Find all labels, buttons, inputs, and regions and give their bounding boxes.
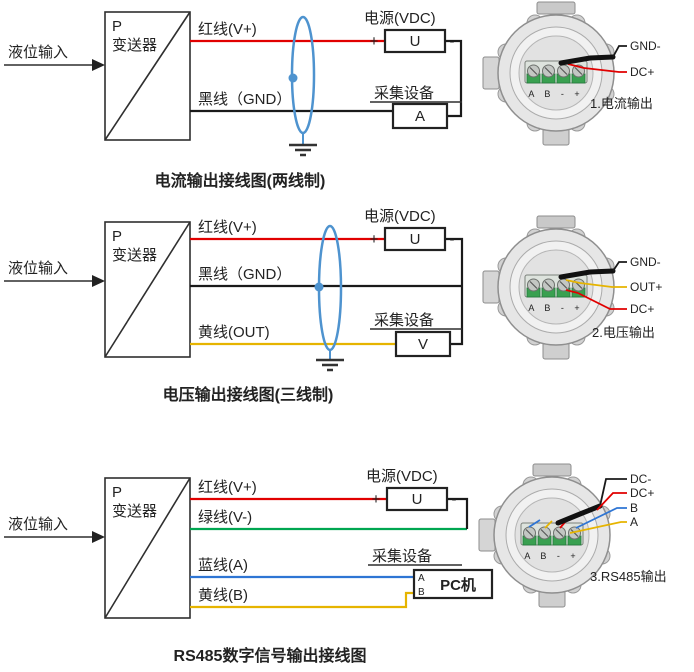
- transmitter-diagonal: [104, 221, 191, 358]
- port-b-label: B: [418, 587, 425, 598]
- terminal-yellow-stub: [565, 279, 581, 284]
- lead-wire-b: [575, 507, 627, 529]
- terminal-cable: [558, 54, 616, 66]
- transmitter-diagonal: [104, 477, 191, 619]
- terminal-photo-rs485: [478, 463, 611, 608]
- red-wire-label: 红线(V+): [198, 479, 257, 496]
- transmitter-name: 变送器: [112, 247, 157, 264]
- transmitter-p: P: [112, 18, 122, 35]
- terminal-cable: [558, 268, 616, 280]
- plus-sign: +: [370, 231, 379, 248]
- lead-label-b: B: [630, 501, 638, 515]
- shield-node-dot: [288, 73, 298, 83]
- lead-wire-out: [579, 282, 627, 288]
- transmitter-diagonal: [104, 11, 191, 141]
- green-wire-label: 绿线(V-): [198, 509, 252, 526]
- lead-label-dcplus: DC+: [630, 486, 654, 500]
- collector-title: 采集设备: [372, 548, 432, 565]
- plus-sign: +: [370, 33, 379, 50]
- blue-wire-label: 蓝线(A): [198, 557, 248, 574]
- section-rs485-output: 液位输入 P 变送器 红线(V+) 绿线(V-) 蓝线(A) 黄线(B) 电源(…: [4, 463, 667, 665]
- input-arrow-head: [92, 59, 105, 71]
- section-caption: RS485数字信号输出接线图: [174, 646, 367, 665]
- collector-unit-box: [394, 330, 452, 358]
- minus-sign: -: [450, 231, 455, 248]
- red-wire-label: 红线(V+): [198, 219, 257, 236]
- section-caption: 电压输出接线图(三线制): [163, 385, 334, 404]
- collector-title: 采集设备: [374, 85, 434, 102]
- section-caption: 电流输出接线图(两线制): [155, 171, 326, 190]
- terminal-yellow-stub: [544, 520, 553, 529]
- power-unit-box: [385, 486, 449, 512]
- return-wire: [445, 39, 463, 118]
- lead-wire-dcplus: [596, 492, 627, 511]
- lead-label-dcplus: DC+: [630, 302, 654, 316]
- terminal-caption: 2.电压输出: [592, 325, 655, 340]
- collector-unit-box: [391, 102, 449, 130]
- shield-node-dot: [314, 282, 324, 292]
- section-current-output: 液位输入 P 变送器 红线(V+) 黑线（GND） 电源(VDC) U + - …: [4, 1, 661, 190]
- power-title: 电源(VDC): [366, 468, 438, 485]
- port-a-label: A: [418, 573, 425, 584]
- power-title: 电源(VDC): [364, 10, 436, 27]
- red-wire-label: 红线(V+): [198, 21, 257, 38]
- input-label: 液位输入: [8, 260, 68, 277]
- pc-label: PC机: [440, 576, 476, 594]
- input-label: 液位输入: [8, 516, 68, 533]
- black-wire-label: 黑线（GND）: [198, 91, 291, 108]
- collector-unit-letter: V: [418, 336, 428, 353]
- terminal-photo-current: [482, 1, 615, 146]
- collector-title: 采集设备: [374, 312, 434, 329]
- lead-label-dcplus: DC+: [630, 65, 654, 79]
- terminal-red-stub: [567, 63, 585, 69]
- transmitter-name: 变送器: [112, 503, 157, 520]
- terminal-blue-stub: [528, 519, 541, 528]
- lead-label-a: A: [630, 515, 638, 529]
- gnd-bus-wire: [445, 237, 464, 346]
- black-wire-label: 黑线（GND）: [198, 266, 291, 283]
- lead-wire-dcplus: [577, 292, 627, 310]
- lead-label-gnd: GND-: [630, 39, 661, 53]
- plus-sign: +: [372, 491, 381, 508]
- ground-symbol: [316, 358, 344, 372]
- terminal-caption: 3.RS485输出: [590, 569, 667, 584]
- lead-wire-gnd: [612, 45, 627, 58]
- input-label: 液位输入: [8, 44, 68, 61]
- lead-wire-a: [569, 521, 627, 534]
- power-unit-letter: U: [412, 491, 423, 508]
- lead-label-out: OUT+: [630, 280, 662, 294]
- terminal-red-stub: [565, 289, 579, 294]
- lead-label-dcminus: DC-: [630, 472, 651, 486]
- power-unit-letter: U: [410, 231, 421, 248]
- terminal-caption: 1.电流输出: [590, 96, 653, 111]
- yellow-wire-label: 黄线(B): [198, 587, 248, 604]
- collector-unit-letter: A: [415, 108, 425, 125]
- section-voltage-output: 液位输入 P 变送器 红线(V+) 黑线（GND） 黄线(OUT) 电源(VDC…: [4, 208, 662, 404]
- power-unit-letter: U: [410, 33, 421, 50]
- input-arrow-head: [92, 275, 105, 287]
- transmitter-p: P: [112, 484, 122, 501]
- lead-wire-dcplus: [583, 67, 627, 73]
- minus-sign: -: [452, 491, 457, 508]
- pc-box: [412, 568, 494, 600]
- transmitter-p: P: [112, 228, 122, 245]
- lead-wire-dcminus: [599, 478, 627, 507]
- lead-wire-gnd: [612, 261, 627, 272]
- transmitter-name: 变送器: [112, 37, 157, 54]
- terminal-cable: [555, 503, 603, 526]
- minus-elbow-wire: [447, 497, 469, 529]
- power-unit-box: [383, 226, 447, 252]
- yellow-wire: [190, 591, 414, 609]
- input-arrow-head: [92, 531, 105, 543]
- yellow-wire-label: 黄线(OUT): [198, 324, 270, 341]
- lead-label-gnd: GND-: [630, 255, 661, 269]
- ground-symbol: [289, 143, 317, 157]
- power-title: 电源(VDC): [364, 208, 436, 225]
